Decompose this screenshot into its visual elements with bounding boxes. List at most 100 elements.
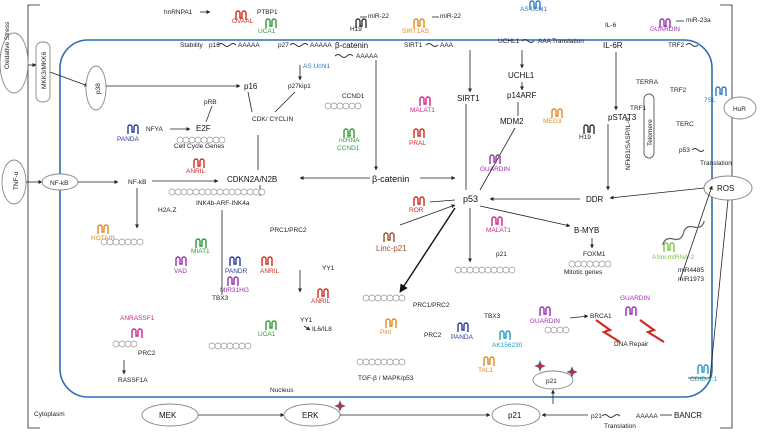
translation-label: Translation [552, 38, 584, 45]
ptbp1-label: PTBP1 [257, 9, 278, 16]
lncrna-hairpin-icon [383, 232, 395, 242]
prc2a-label: PRC2 [138, 350, 156, 357]
guardin-low-label: GUARDIN [530, 318, 560, 325]
lncrna-hairpin-icon [457, 322, 469, 332]
uca1-top-label: UCA1 [258, 28, 276, 35]
h19-top-label: H19 [350, 26, 362, 33]
lncrna-hairpin-icon [317, 288, 329, 298]
tal1-label: TAL1 [478, 367, 493, 374]
lncrna-hairpin-icon [195, 238, 207, 248]
prc2b-label: PRC2 [424, 332, 442, 339]
yy1a-label: YY1 [322, 265, 335, 272]
lncrna-hairpin-icon [265, 320, 277, 330]
trf2-top-label: TRF2 [668, 42, 685, 49]
arrow-p53-bmyb [479, 205, 571, 228]
ak156230-label: AK156230 [492, 342, 523, 349]
ink4b-label: INK4b-ARF-INK4a [196, 200, 250, 207]
p21-low-ellipse [532, 370, 574, 390]
malat1-mid-label: MALAT1 [486, 227, 511, 234]
p21-cyto-label: p21 [508, 411, 522, 420]
cdkn2a-label: CDKN2A/N2B [227, 175, 277, 184]
lncrna-hairpin-icon [235, 10, 247, 20]
nfya-label: NFYA [146, 126, 164, 133]
lncrna-hairpin-icon [499, 330, 511, 340]
p53-mrna [691, 148, 705, 152]
ovaal-label: OVAAL [232, 18, 254, 25]
ddr-label: DDR [586, 195, 604, 204]
ros-label: ROS [717, 184, 734, 193]
mir31hg-label: MIR31HG [220, 287, 249, 294]
pstat3-label: pSTAT3 [608, 113, 637, 122]
cell-cycle-genes-label: Cell Cycle Genes [174, 143, 225, 150]
stability-label: Stability [180, 42, 204, 49]
gene-beads-brca1 [544, 326, 570, 334]
il6-label: IL-6 [605, 22, 617, 29]
pral-label: PRAL [409, 140, 426, 147]
p14arf-label: p14ARF [507, 91, 536, 100]
uchl1-mrna [521, 39, 535, 43]
mek-label: MEK [159, 411, 177, 420]
p21-polya: AAAAA [636, 413, 658, 420]
p53-small-label: p53 [679, 147, 690, 154]
telomere-shape [643, 93, 655, 159]
gene-beads-nfkb [100, 238, 144, 246]
lncrna-hairpin-icon [261, 256, 273, 266]
lncrna-hairpin-icon [131, 328, 143, 338]
p21-cyto-ellipse [491, 403, 541, 427]
lncrna-hairpin-icon [489, 154, 501, 164]
ccnd1-label: CCND1 [342, 93, 365, 100]
mkk-label: MKK3/MKK6 [41, 51, 48, 89]
lncrna-hairpin-icon [483, 356, 495, 366]
p16-label: p16 [244, 82, 258, 91]
ncrna-label: ncRNA [339, 137, 360, 144]
mitotic-genes-label: Mitotic genes [564, 269, 603, 276]
lncrna-hairpin-icon [539, 306, 551, 316]
gene-beads-mitotic [568, 260, 612, 268]
p27-polya: AAAAA [310, 42, 332, 49]
rassf1a-label: RASSF1A [118, 377, 148, 384]
oxidative-stress-label: Oxidative Stress [4, 21, 11, 69]
guardin-mid-label: GUARDIN [480, 166, 510, 173]
lncrna-hairpin-icon [97, 224, 109, 234]
tbx3b-label: TBX3 [484, 313, 501, 320]
lncrna-hairpin-icon [265, 18, 277, 28]
mir1973-label: miR1973 [678, 276, 704, 283]
7sl-label: 7SL [704, 97, 716, 104]
lncrna-hairpin-icon [663, 242, 675, 252]
p21-mrna [601, 414, 621, 418]
cytoplasm-label: Cytoplasm [34, 411, 65, 418]
gene-beads-ccnd1 [324, 102, 362, 110]
bancr-label: BANCR [674, 411, 702, 420]
erk-label: ERK [302, 411, 319, 420]
lncrna-hairpin-icon [551, 108, 563, 118]
bmyb-label: B-MYB [574, 226, 599, 235]
lncrna-hairpin-icon [697, 364, 709, 374]
lncrna-hairpin-icon [529, 0, 541, 10]
hotair-label: HOTAIR [91, 235, 115, 242]
p21-mrna-label: p21 [591, 413, 602, 420]
p21-nuc-label: p21 [496, 251, 507, 258]
ror-label: ROR [409, 207, 424, 214]
phospho-star-p21b [566, 366, 578, 378]
nucleus-label: Nucleus [270, 387, 294, 394]
uchl1-top-label: UCHL1 [498, 38, 520, 45]
dna-repair-label: DNA Repair [614, 341, 649, 348]
hnrnpa1-label: hnRNPA1 [164, 9, 193, 16]
trf1-label: TRF1 [630, 105, 647, 112]
anril-mid-label: ANRIL [260, 268, 280, 275]
sirt1-polya: AAA [440, 42, 454, 49]
cdk-cyclin-label: CDK/ CYCLIN [252, 116, 293, 123]
mir23a-label: miR-23a [686, 17, 711, 24]
lncrna-hairpin-icon [715, 86, 727, 96]
gene-beads-tgf [356, 358, 406, 366]
prc1prc2-label: PRC1/PRC2 [270, 227, 307, 234]
lncrna-hairpin-icon [193, 158, 205, 168]
tbx3a-label: TBX3 [212, 295, 229, 302]
brca1-label: BRCA1 [590, 313, 612, 320]
h2az-label: H2A.Z [158, 207, 176, 214]
prc1prc2b-label: PRC1/PRC2 [413, 302, 450, 309]
lncrna-hairpin-icon [583, 124, 595, 134]
nfkb-in-label: NF-kB [128, 179, 146, 186]
nfkb-out-label: NF-kB [50, 180, 68, 187]
